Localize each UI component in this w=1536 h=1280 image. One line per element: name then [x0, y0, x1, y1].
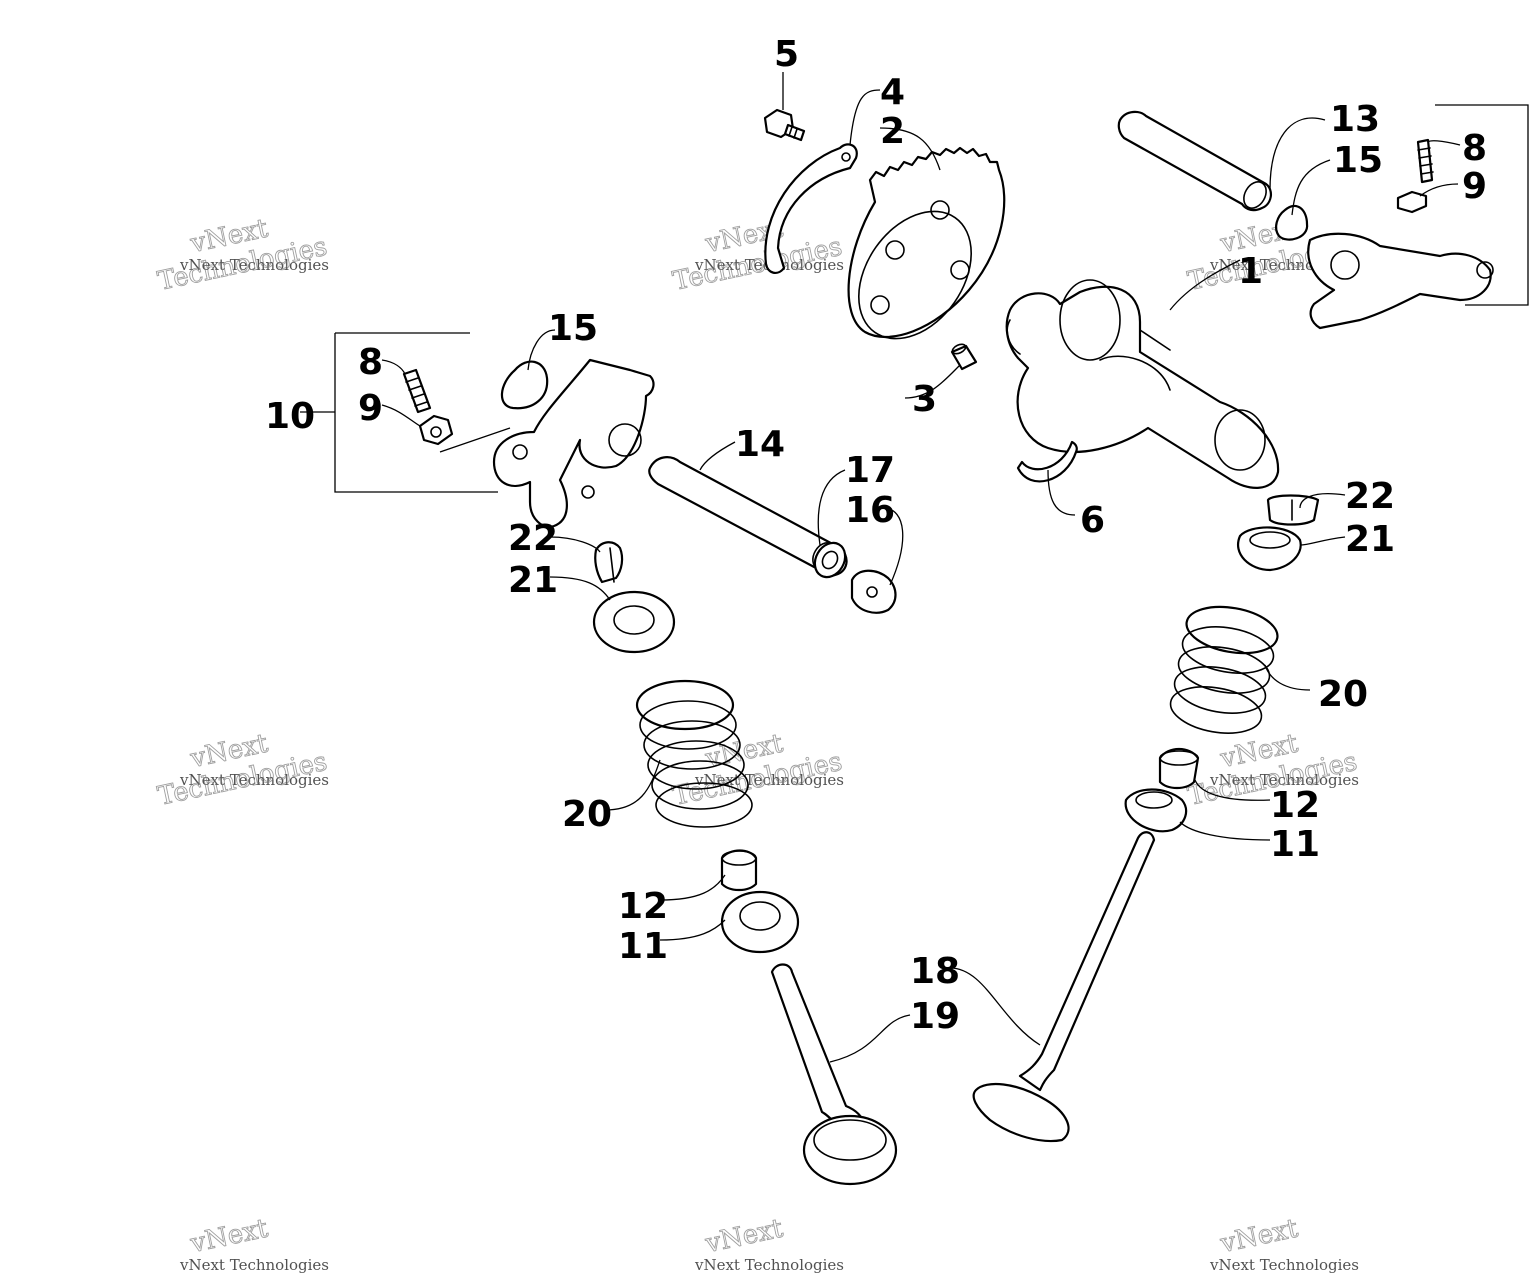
valve-part-18: [972, 831, 1156, 1143]
clip-part-15-left: [500, 360, 549, 410]
svg-text:vNext Technologies: vNext Technologies: [1209, 1256, 1359, 1274]
o-ring-part-17: [813, 541, 847, 579]
callout-2: 2: [880, 111, 905, 152]
callout-3: 3: [912, 379, 937, 420]
valve-spring-part-20-left: [635, 679, 753, 828]
callout-14: 14: [735, 424, 785, 465]
adjuster-screw-part-8: [1416, 138, 1434, 184]
adjuster-screw-part-8-left: [402, 368, 432, 414]
spring-seat-part-11-left: [720, 890, 800, 954]
leader-lines: [300, 72, 1529, 1063]
plug-part-16: [850, 569, 897, 614]
watermark: vNext vNext Technologies: [179, 1213, 329, 1274]
valve-spring-part-20-right: [1169, 605, 1279, 734]
spring-retainer-part-21-right: [1237, 526, 1302, 572]
spring-retainer-part-21-left: [592, 590, 676, 654]
svg-text:vNext Technologies: vNext Technologies: [179, 771, 329, 789]
spring-seat-part-11-right: [1124, 788, 1188, 833]
callout-11: 11: [1270, 824, 1320, 865]
svg-text:vNext: vNext: [187, 1214, 271, 1260]
callout-22: 22: [1345, 476, 1395, 517]
callout-17: 17: [845, 450, 895, 491]
callout-4: 4: [880, 72, 905, 113]
lock-nut-part-9: [1396, 190, 1428, 214]
watermark: vNext vNext Technologies: [694, 1213, 844, 1274]
valve-collet-part-22-right: [1266, 494, 1320, 526]
cam-sprocket-part-2: [847, 146, 1006, 340]
bolt-part-5: [763, 108, 806, 142]
callout-10: 10: [265, 396, 315, 437]
svg-text:vNext Technologies: vNext Technologies: [179, 1256, 329, 1274]
valve-seal-part-12-left: [720, 849, 758, 892]
callout-5: 5: [774, 34, 799, 75]
snap-ring-part-6: [1016, 440, 1078, 483]
callout-21: 21: [1345, 519, 1395, 560]
valve-part-19: [770, 963, 898, 1186]
watermark: vNext vNext Technologies Technologies: [155, 213, 330, 297]
callout-19: 19: [910, 996, 960, 1037]
valve-seal-part-12-right: [1158, 747, 1200, 790]
callout-20: 20: [1318, 674, 1368, 715]
svg-text:vNext Technologies: vNext Technologies: [179, 256, 329, 274]
watermarks: vNext vNext Technologies Technologies vN…: [155, 213, 1360, 1274]
callout-11: 11: [618, 926, 668, 967]
watermark: vNext vNext Technologies Technologies: [155, 728, 330, 812]
callout-6: 6: [1080, 500, 1105, 541]
svg-text:vNext: vNext: [702, 1214, 786, 1260]
callout-labels: 5 4 2 13 15 8 9 1 15 8 9 10 3 14 17 16 6…: [265, 34, 1487, 1037]
callout-18: 18: [910, 951, 960, 992]
callout-21: 21: [508, 560, 558, 601]
svg-text:vNext Technologies: vNext Technologies: [694, 771, 844, 789]
svg-text:vNext Technologies: vNext Technologies: [694, 1256, 844, 1274]
callout-12: 12: [1270, 785, 1320, 826]
callout-13: 13: [1330, 99, 1380, 140]
callout-16: 16: [845, 490, 895, 531]
callout-15: 15: [1333, 140, 1383, 181]
callout-20: 20: [562, 794, 612, 835]
valve-collet-part-22-left: [594, 541, 624, 584]
callout-22: 22: [508, 518, 558, 559]
callout-1: 1: [1238, 251, 1263, 292]
callout-15: 15: [548, 308, 598, 349]
lock-nut-part-9-left: [418, 414, 454, 446]
callout-8: 8: [358, 342, 383, 383]
callout-9: 9: [1462, 166, 1487, 207]
rocker-arm-right: [1307, 232, 1494, 330]
watermark: vNext vNext Technologies: [1209, 1213, 1359, 1274]
retainer-plate-part-4: [764, 143, 858, 274]
clip-part-15: [1275, 204, 1309, 241]
callout-8: 8: [1462, 128, 1487, 169]
camshaft-part-1: [1005, 279, 1280, 489]
callout-9: 9: [358, 388, 383, 429]
svg-text:vNext: vNext: [1217, 1214, 1301, 1260]
callout-12: 12: [618, 886, 668, 927]
rocker-arm-left: [492, 358, 655, 528]
rocker-shaft-part-13: [1117, 110, 1272, 212]
svg-text:vNext Technologies: vNext Technologies: [1209, 771, 1359, 789]
dowel-pin-part-3: [950, 343, 978, 371]
watermark: vNext vNext Technologies Technologies: [670, 213, 845, 297]
